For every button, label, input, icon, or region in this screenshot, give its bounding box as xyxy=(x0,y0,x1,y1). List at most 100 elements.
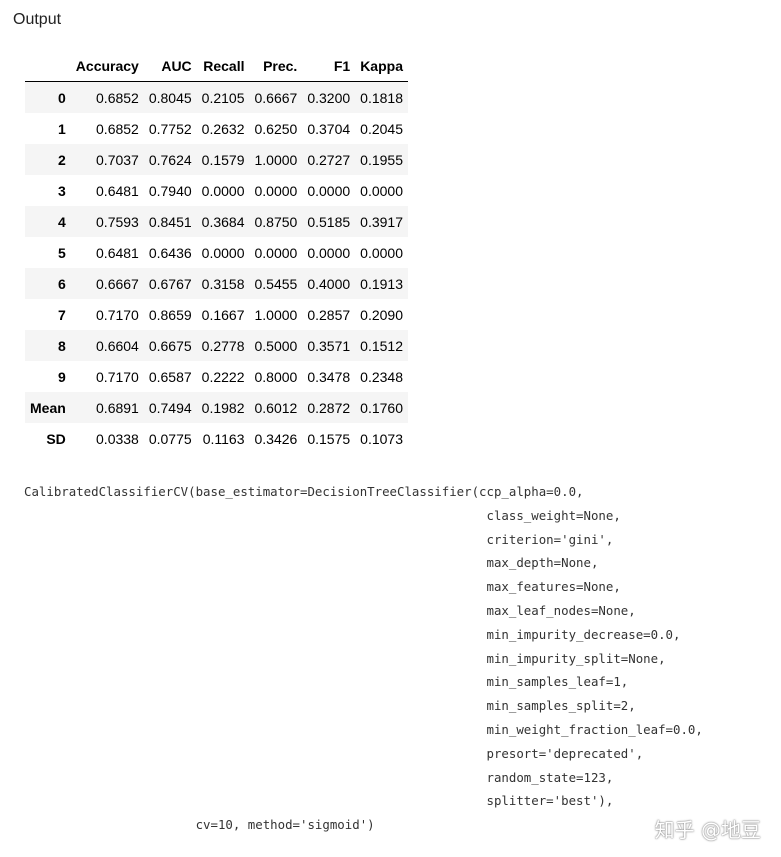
table-cell: 0.6667 xyxy=(96,275,139,292)
code-line: random_state=123, xyxy=(24,769,614,785)
code-line: max_features=None, xyxy=(24,579,621,595)
row-index: 6 xyxy=(58,275,66,292)
table-cell: 0.3704 xyxy=(307,120,351,137)
table-cell: 0.6667 xyxy=(254,89,298,106)
row-index: 3 xyxy=(58,182,66,199)
table-cell: 0.3158 xyxy=(201,275,245,292)
table-cell: 0.6012 xyxy=(254,399,298,416)
table-cell: 0.1579 xyxy=(201,151,245,168)
code-line: min_impurity_split=None, xyxy=(24,650,666,666)
table-cell: 0.1818 xyxy=(360,89,403,106)
table-cell: 0.1575 xyxy=(307,430,351,447)
table-cell: 0.0000 xyxy=(307,182,351,199)
table-cell: 0.7624 xyxy=(148,151,192,168)
table-cell: 0.0000 xyxy=(360,244,403,261)
row-index: 9 xyxy=(58,368,66,385)
table-cell: 0.2857 xyxy=(307,306,351,323)
output-heading: Output xyxy=(13,11,62,28)
table-cell: 0.6587 xyxy=(148,368,192,385)
column-header: Recall xyxy=(196,50,250,82)
column-header: F1 xyxy=(302,50,356,82)
table-cell: 0.1512 xyxy=(360,337,403,354)
table-cell: 0.4000 xyxy=(307,275,351,292)
table-cell: 0.2778 xyxy=(201,337,245,354)
table-cell: 0.1073 xyxy=(360,430,403,447)
code-line: min_impurity_decrease=0.0, xyxy=(24,626,681,642)
table-cell: 0.7170 xyxy=(96,306,139,323)
table-cell: 0.1760 xyxy=(360,399,403,416)
column-header: Accuracy xyxy=(70,50,144,82)
row-index: 1 xyxy=(58,120,66,137)
row-index: 7 xyxy=(58,306,66,323)
table-cell: 0.0000 xyxy=(201,244,245,261)
table-cell: 0.8750 xyxy=(254,213,298,230)
table-cell: 0.5000 xyxy=(254,337,298,354)
table-cell: 0.6891 xyxy=(96,399,139,416)
table-cell: 0.3917 xyxy=(360,213,403,230)
column-header: AUC xyxy=(143,50,197,82)
table-cell: 0.0000 xyxy=(201,182,245,199)
table-cell: 0.7494 xyxy=(148,399,192,416)
watermark: 知乎 @地豆 xyxy=(654,818,761,842)
header-index xyxy=(25,50,71,82)
table-cell: 0.6481 xyxy=(96,182,139,199)
table-row: 8 0.6604 0.6675 0.2778 0.5000 0.3571 0.1512 xyxy=(25,330,408,361)
row-index: SD xyxy=(46,430,66,447)
table-cell: 0.3426 xyxy=(254,430,298,447)
table-cell: 0.6675 xyxy=(148,337,192,354)
table-row: 3 0.6481 0.7940 0.0000 0.0000 0.0000 0.0000 xyxy=(25,175,408,206)
table-cell: 0.3684 xyxy=(201,213,245,230)
table-cell: 0.7037 xyxy=(96,151,139,168)
code-line: max_leaf_nodes=None, xyxy=(24,602,636,618)
row-index: 2 xyxy=(58,151,66,168)
table-cell: 0.2348 xyxy=(360,368,403,385)
table-cell: 0.1163 xyxy=(202,430,245,447)
table-cell: 0.2727 xyxy=(307,151,351,168)
table-cell: 0.2105 xyxy=(201,89,245,106)
table-cell: 0.2045 xyxy=(360,120,403,137)
table-cell: 0.6250 xyxy=(254,120,298,137)
code-line: presort='deprecated', xyxy=(24,745,644,761)
table-cell: 0.2632 xyxy=(201,120,245,137)
code-line: min_samples_leaf=1, xyxy=(24,674,629,690)
table-cell: 0.1982 xyxy=(201,399,245,416)
row-index: 0 xyxy=(58,89,66,106)
table-cell: 0.0000 xyxy=(360,182,403,199)
table-cell: 0.1667 xyxy=(201,306,245,323)
table-cell: 1.0000 xyxy=(254,151,298,168)
table-cell: 0.5185 xyxy=(307,213,351,230)
table-cell: 0.6604 xyxy=(96,337,139,354)
code-line: max_depth=None, xyxy=(24,555,599,571)
table-cell: 0.0000 xyxy=(254,182,298,199)
table-cell: 0.7593 xyxy=(96,213,139,230)
table-cell: 0.8000 xyxy=(254,368,298,385)
table-cell: 0.7170 xyxy=(96,368,139,385)
table-cell: 0.6852 xyxy=(96,89,139,106)
table-cell: 0.6436 xyxy=(148,244,192,261)
table-cell: 0.0775 xyxy=(148,430,192,447)
model-repr-output: CalibratedClassifierCV(base_estimator=De… xyxy=(24,480,703,837)
code-line: splitter='best'), xyxy=(24,793,614,809)
table-cell: 0.3478 xyxy=(307,368,351,385)
code-line: min_weight_fraction_leaf=0.0, xyxy=(24,721,703,737)
row-index: 8 xyxy=(58,337,66,354)
table-cell: 0.0000 xyxy=(254,244,298,261)
table-cell: 0.5455 xyxy=(254,275,298,292)
table-cell: 0.7940 xyxy=(148,182,192,199)
column-header: Kappa xyxy=(355,50,408,82)
table-cell: 0.2090 xyxy=(360,306,403,323)
table-cell: 0.8451 xyxy=(148,213,192,230)
table-cell: 0.3571 xyxy=(307,337,351,354)
code-line: criterion='gini', xyxy=(24,531,614,547)
